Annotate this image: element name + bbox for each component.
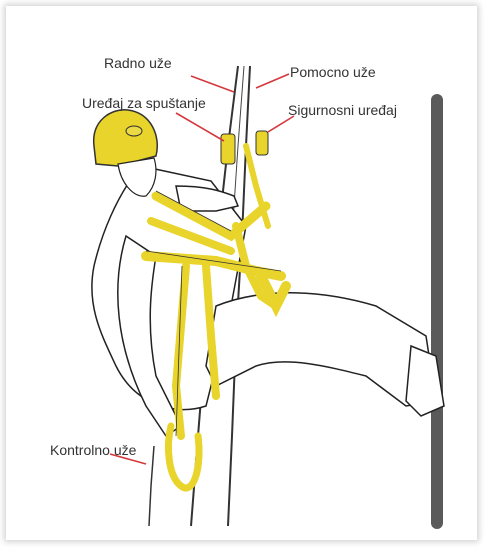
backup-device — [256, 131, 268, 155]
label-radno-uze: Radno uže — [104, 55, 172, 71]
label-sigurnosni-uredaj: Sigurnosni uređaj — [288, 102, 397, 118]
rope-access-illustration — [6, 6, 477, 540]
control-rope — [149, 446, 154, 526]
label-uredaj-za-spustanje: Uređaj za spuštanje — [82, 95, 206, 111]
legs — [206, 293, 436, 406]
descender — [221, 134, 235, 164]
label-kontrolno-uze: Kontrolno uže — [50, 442, 136, 458]
diagram-frame: Radno uže Pomocno uže Uređaj za spuštanj… — [6, 6, 477, 540]
helmet — [94, 110, 158, 166]
wall — [431, 94, 443, 529]
label-pomocno-uze: Pomocno uže — [290, 64, 376, 80]
